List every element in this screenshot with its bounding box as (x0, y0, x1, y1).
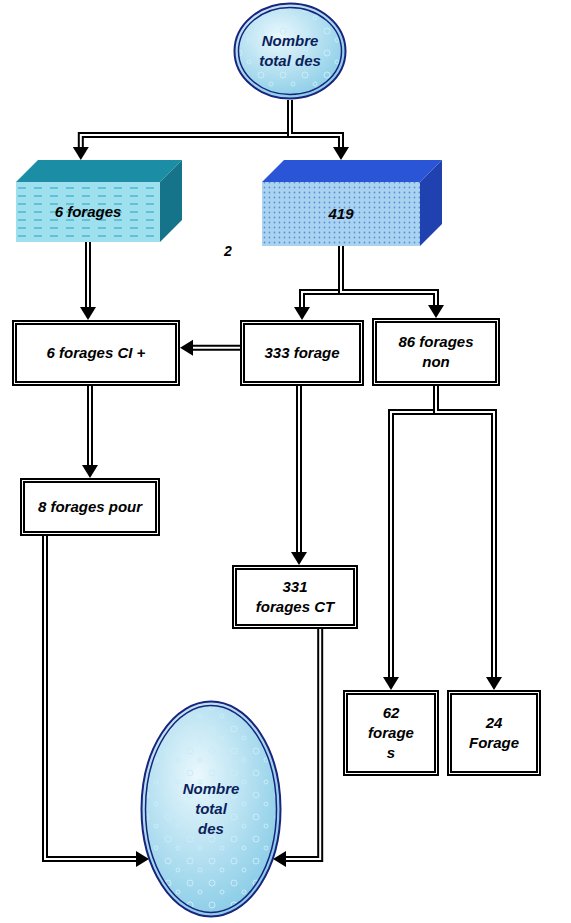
node-text: Nombre total des (248, 31, 332, 72)
block-prism: 419 (262, 160, 442, 246)
node-text: Nombre total des (183, 779, 240, 840)
node-text: 6 forages CI + (47, 343, 146, 363)
process-box: 6 forages CI + (12, 320, 180, 386)
ellipse-outline (233, 2, 347, 100)
block-prism: 6 forages (16, 160, 182, 242)
node-text: 62 forage s (368, 703, 414, 764)
connector (82, 386, 98, 478)
connector (383, 386, 436, 690)
node-text: 6 forages (55, 202, 122, 222)
terminal-ellipse: Nombre total des (140, 700, 282, 918)
process-box: 333 forage (240, 320, 364, 386)
node-text: 8 forages pour (38, 497, 142, 517)
connector (341, 246, 444, 318)
connector (291, 386, 307, 565)
connector (80, 242, 96, 320)
node-text: 419 (328, 204, 353, 224)
connector (294, 246, 341, 320)
process-box: 24 Forage (447, 690, 541, 776)
terminal-ellipse: Nombre total des (233, 2, 347, 100)
callout-number: 2 (224, 243, 232, 259)
connector (436, 386, 502, 690)
node-text: 24 Forage (469, 713, 519, 754)
process-box: 331 forages CT (232, 565, 358, 629)
process-box: 8 forages pour (20, 478, 160, 536)
node-text: 331 forages CT (255, 577, 335, 618)
node-text: 333 forage (264, 343, 339, 363)
connector (290, 100, 349, 160)
connector (180, 340, 240, 356)
process-box: 62 forage s (343, 690, 439, 776)
prism-outline (16, 160, 182, 242)
process-box: 86 forages non (372, 318, 500, 386)
connector (73, 100, 290, 160)
node-text: 86 forages non (396, 332, 476, 373)
connector (45, 536, 149, 867)
prism-outline (262, 160, 442, 246)
